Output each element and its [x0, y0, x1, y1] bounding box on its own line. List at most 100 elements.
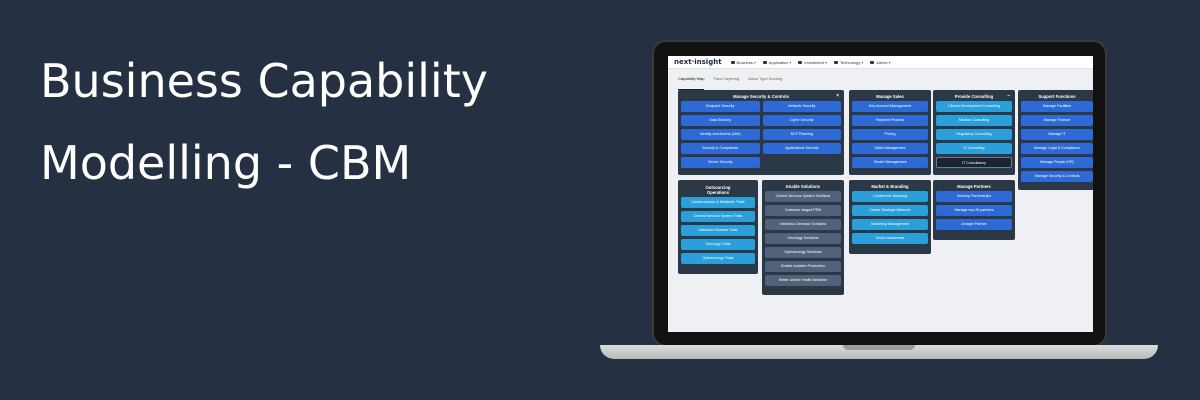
collapse-icon[interactable]: –: [1007, 93, 1010, 99]
capability-regulatory-consulting[interactable]: Regulatory Consulting: [936, 129, 1012, 140]
card-title: Enable Solutions: [786, 184, 820, 189]
capability-list: Key Account Management Payment Process P…: [852, 101, 928, 168]
capability-develop-partnerships[interactable]: Develop Partnerships: [936, 191, 1012, 202]
gear-icon: [870, 60, 875, 64]
capability-tender-management[interactable]: Tender Management: [852, 157, 928, 168]
card-title-line-2: Operations: [706, 190, 730, 195]
capability-security-compliance[interactable]: Security & Compliance: [681, 143, 760, 154]
capability-cyber-security[interactable]: Cyber Security: [762, 115, 841, 126]
tab-pace-layering[interactable]: Pace Layering: [713, 76, 740, 81]
capability-conference-branding[interactable]: Conference Branding: [852, 191, 928, 202]
capability-manage-security-controls[interactable]: Manage Security & Controls: [1021, 171, 1093, 182]
capability-infectious-desease-solutions[interactable]: Infectious Desease Solutions: [765, 219, 841, 230]
capability-list: Develop Partnerships Manage my UK partne…: [936, 191, 1012, 230]
close-icon[interactable]: ×: [836, 93, 839, 99]
nav-application[interactable]: Application▾: [762, 59, 792, 65]
chevron-down-icon: ▾: [789, 59, 792, 65]
capability-infectious-disease-trials[interactable]: Infectious Disease Trials: [681, 225, 755, 236]
capability-sales-management[interactable]: Sales Management: [852, 143, 928, 154]
capability-it-consulting[interactable]: IT Consulting: [936, 143, 1012, 154]
app-screen: next·insight Business▾ Application▾ Inve…: [668, 56, 1093, 332]
card-title: Manage Security & Controls: [733, 94, 789, 99]
capability-applications-security[interactable]: Applications Security: [762, 143, 841, 154]
capability-oncology-solutions[interactable]: Oncology Solutions: [765, 233, 841, 244]
nav-application-label: Application: [768, 59, 789, 65]
capability-endpoint-security[interactable]: Endpoint Security: [681, 101, 760, 112]
hero-title: Business Capability Modelling - CBM: [40, 40, 488, 204]
capability-identity-access[interactable]: Identity and Access (IAM): [681, 129, 760, 140]
capability-payment-process[interactable]: Payment Process: [852, 115, 928, 126]
card-title: Manage Partners: [957, 184, 991, 189]
capability-server-security[interactable]: Server Security: [681, 157, 760, 168]
briefcase-icon: [730, 60, 735, 64]
card-header: Enable Solutions: [765, 182, 841, 191]
card-market-branding: Market & Branding Conference Branding Cr…: [849, 180, 931, 254]
capability-it-consultancy[interactable]: IT Consultancy: [936, 157, 1012, 168]
nav-investment[interactable]: Investment▾: [798, 60, 827, 65]
card-title: Support Functions: [1038, 94, 1076, 99]
capability-manage-people-hr[interactable]: Manage People (HR): [1021, 157, 1093, 168]
capability-opthamology-trials[interactable]: Opthamology Trials: [681, 253, 755, 264]
capability-clinical-development-consulting[interactable]: Clinical Development Consulting: [936, 101, 1012, 112]
card-header: Support Functions: [1021, 92, 1093, 101]
card-header: Manage Sales: [852, 92, 928, 101]
capability-key-account-management[interactable]: Key Account Management: [852, 101, 928, 112]
app-logo[interactable]: next·insight: [674, 58, 722, 66]
nav-admin-label: Admin: [876, 59, 888, 65]
card-provide-consulting: Provide Consulting – Clinical Developmen…: [933, 90, 1015, 175]
card-title: Provide Consulting: [954, 94, 994, 99]
capability-manage-uk-partners[interactable]: Manage my UK partners: [936, 205, 1012, 216]
tab-value-type-scoring[interactable]: Value Type Scoring: [748, 76, 783, 81]
card-title: Manage Sales: [876, 94, 904, 99]
capability-manage-finance[interactable]: Manage Finance: [1021, 115, 1093, 126]
card-header: Manage Security & Controls ×: [681, 92, 841, 101]
tab-capability-map[interactable]: Capability Map: [678, 76, 705, 90]
nav-technology-label: Technology: [839, 59, 861, 65]
card-title-line-1: Outsourcing: [705, 185, 731, 190]
chart-icon: [798, 60, 803, 64]
nav-admin[interactable]: Admin▾: [870, 59, 891, 65]
capability-amager-partner[interactable]: Amager Partner: [936, 219, 1012, 230]
capability-bcp-planning[interactable]: BCP Planning: [762, 129, 841, 140]
capability-grid: Endpoint Security Network Security Data …: [681, 101, 841, 168]
capability-list: Central Nervous System Solutions Custome…: [765, 191, 841, 286]
capability-customer-staged-prm[interactable]: Customer staged PRM: [765, 205, 841, 216]
nav-technology[interactable]: Technology▾: [833, 59, 864, 65]
capability-list: Manage Facilities Manage Finance Manage …: [1021, 101, 1093, 182]
laptop-base: [600, 345, 1158, 359]
card-support-functions: Support Functions Manage Facilities Mana…: [1018, 90, 1093, 190]
capability-cardiovascular-metabolic-trials[interactable]: Cardiovascular & Metabolic Trials: [681, 197, 755, 208]
capability-marketing-management[interactable]: Marketing Management: [852, 219, 928, 230]
hero-title-line-1: Business Capability: [40, 54, 488, 108]
capability-list: Conference Branding Create Strategic All…: [852, 191, 928, 244]
capability-sector-awareness[interactable]: Sector Awareness: [852, 233, 928, 244]
top-navbar: next·insight Business▾ Application▾ Inve…: [668, 56, 1093, 69]
nav-business[interactable]: Business▾: [730, 59, 756, 65]
capability-manage-legal-compliance[interactable]: Manage Legal & Compliance: [1021, 143, 1093, 154]
card-manage-partners: Manage Partners Develop Partnerships Man…: [933, 180, 1015, 240]
capability-pricing[interactable]: Pricing: [852, 129, 928, 140]
capability-manage-facilities[interactable]: Manage Facilities: [1021, 101, 1093, 112]
capability-data-security[interactable]: Data Security: [681, 115, 760, 126]
capability-create-strategic-alliances[interactable]: Create Strategic Alliances: [852, 205, 928, 216]
capability-medical-consulting[interactable]: Medical Consulting: [936, 115, 1012, 126]
nav-business-label: Business: [736, 59, 753, 65]
capability-manage-it[interactable]: Manage IT: [1021, 129, 1093, 140]
capability-cns-solutions[interactable]: Central Nervous System Solutions: [765, 191, 841, 202]
card-header: Provide Consulting –: [936, 92, 1012, 101]
card-header: Manage Partners: [936, 182, 1012, 191]
card-enable-solutions: Enable Solutions Central Nervous System …: [762, 180, 844, 295]
laptop-illustration: next·insight Business▾ Application▾ Inve…: [652, 40, 1107, 347]
capability-opthamology-solutions[interactable]: Opthamology Solutions: [765, 247, 841, 258]
capability-better-united-health-medicine[interactable]: Better United Health Medicine: [765, 275, 841, 286]
grid-icon: [762, 60, 767, 64]
chevron-down-icon: ▾: [753, 59, 756, 65]
chevron-down-icon: ▾: [861, 59, 864, 65]
capability-enable-isolation-production[interactable]: Enable Isolation Production: [765, 261, 841, 272]
view-tabs: Capability Map Pace Layering Value Type …: [668, 69, 1093, 90]
chevron-down-icon: ▾: [824, 59, 827, 65]
capability-oncology-trials[interactable]: Oncology Trials: [681, 239, 755, 250]
capability-network-security[interactable]: Network Security: [762, 101, 841, 112]
card-header: Outsourcing Operations: [681, 182, 755, 197]
capability-central-nervous-system-trials[interactable]: Central Nervous System Trials: [681, 211, 755, 222]
